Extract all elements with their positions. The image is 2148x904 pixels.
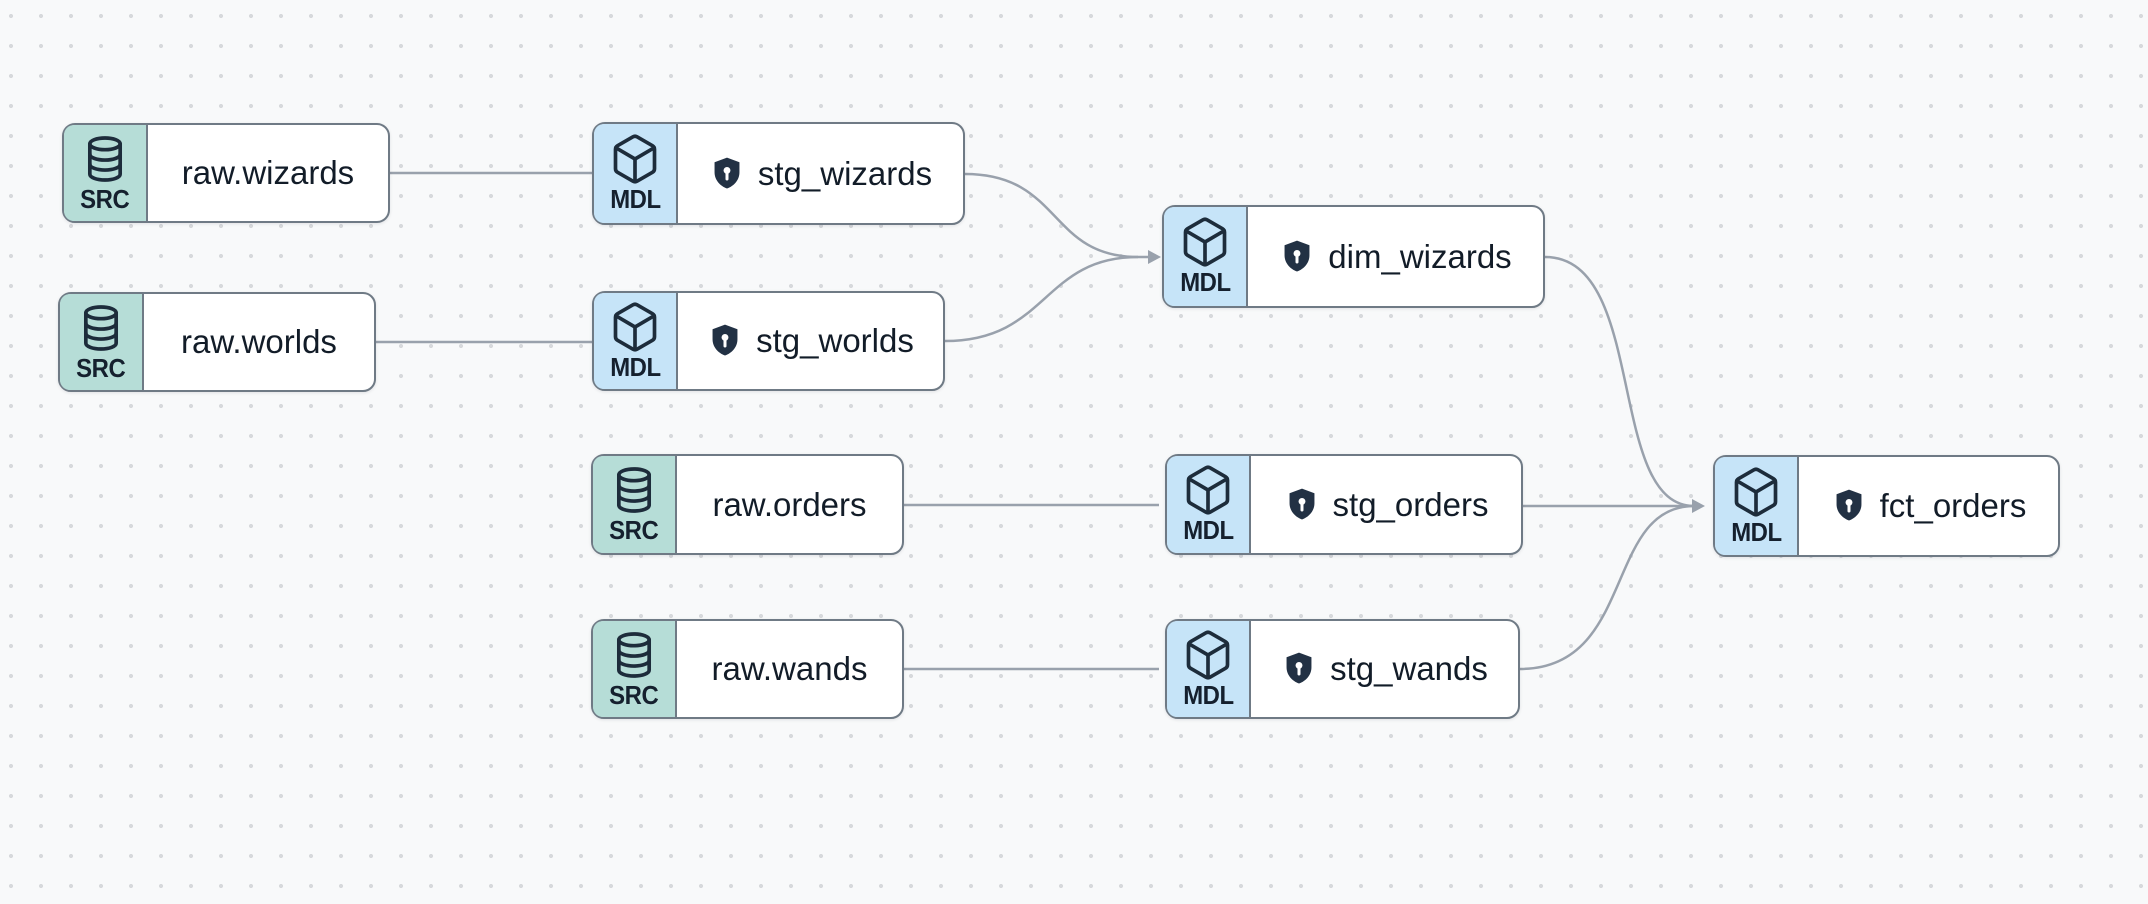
node-label: stg_orders	[1332, 485, 1489, 523]
edge-dim-wizards-to-fct-orders	[1544, 255, 1695, 508]
node-type-badge: MDL	[594, 293, 678, 389]
node-label: fct_orders	[1879, 487, 2027, 524]
shield-lock-icon	[714, 157, 740, 189]
node-stg-orders[interactable]: MDL stg_orders	[1165, 454, 1523, 555]
node-fct-orders[interactable]: MDL fct_orders	[1713, 455, 2060, 557]
edge-stg-worlds-to-dim-wizards	[944, 255, 1139, 343]
node-type-badge: SRC	[593, 456, 677, 553]
node-body: stg_worlds	[678, 293, 943, 389]
badge-label: SRC	[609, 679, 659, 710]
node-type-badge: MDL	[1715, 457, 1799, 555]
node-body: fct_orders	[1799, 457, 2058, 555]
node-body: stg_wands	[1251, 621, 1518, 717]
node-type-badge: SRC	[60, 294, 144, 390]
badge-label: MDL	[609, 351, 661, 382]
badge-label: SRC	[609, 515, 659, 546]
node-body: raw.wands	[677, 621, 902, 717]
node-label: stg_worlds	[756, 322, 914, 359]
database-icon	[83, 304, 119, 351]
edge-stg-wizards-to-dim-wizards	[964, 172, 1156, 259]
database-icon	[87, 135, 123, 182]
node-stg-wizards[interactable]: MDL stg_wizards	[592, 122, 965, 225]
node-dim-wizards[interactable]: MDL dim_wizards	[1162, 205, 1545, 308]
cube-icon	[1734, 467, 1778, 517]
node-body: dim_wizards	[1248, 207, 1543, 306]
node-type-badge: SRC	[593, 621, 677, 717]
node-type-badge: MDL	[1164, 207, 1248, 306]
node-type-badge: MDL	[1167, 621, 1251, 717]
cube-icon	[1186, 630, 1230, 680]
node-label: raw.orders	[712, 485, 867, 523]
node-body: raw.wizards	[148, 125, 388, 221]
node-body: raw.orders	[677, 456, 902, 553]
cube-icon	[613, 302, 657, 352]
badge-label: MDL	[1179, 267, 1231, 298]
node-raw-worlds[interactable]: SRC raw.worlds	[58, 292, 376, 392]
database-icon	[616, 467, 652, 514]
arrowhead-into-fct-orders	[1692, 499, 1705, 513]
node-body: stg_wizards	[678, 124, 963, 223]
badge-label: MDL	[609, 184, 661, 215]
arrowhead-into-dim-wizards	[1148, 250, 1161, 264]
node-type-badge: MDL	[594, 124, 678, 223]
shield-lock-icon	[1284, 240, 1310, 272]
node-body: stg_orders	[1251, 456, 1521, 553]
badge-label: SRC	[76, 352, 126, 383]
node-body: raw.worlds	[144, 294, 374, 390]
node-raw-wands[interactable]: SRC raw.wands	[591, 619, 904, 719]
node-type-badge: MDL	[1167, 456, 1251, 553]
cube-icon	[1186, 465, 1230, 515]
shield-lock-icon	[1289, 488, 1314, 520]
edge-stg-wands-to-fct-orders	[1519, 504, 1695, 671]
badge-label: MDL	[1182, 515, 1234, 546]
node-label: stg_wands	[1330, 650, 1488, 687]
node-stg-wands[interactable]: MDL stg_wands	[1165, 619, 1520, 719]
badge-label: SRC	[80, 183, 130, 214]
node-raw-wizards[interactable]: SRC raw.wizards	[62, 123, 390, 223]
shield-lock-icon	[1836, 489, 1862, 521]
node-label: raw.wizards	[181, 154, 355, 191]
badge-label: MDL	[1182, 679, 1234, 710]
cube-icon	[1183, 217, 1227, 267]
node-type-badge: SRC	[64, 125, 148, 221]
node-label: stg_wizards	[757, 154, 933, 192]
cube-icon	[613, 134, 657, 184]
shield-lock-icon	[1286, 652, 1312, 684]
database-icon	[616, 631, 652, 678]
node-raw-orders[interactable]: SRC raw.orders	[591, 454, 904, 555]
node-label: dim_wizards	[1328, 237, 1512, 275]
shield-lock-icon	[712, 324, 738, 356]
node-label: raw.wands	[711, 650, 868, 687]
node-label: raw.worlds	[181, 323, 337, 360]
badge-label: MDL	[1730, 516, 1782, 547]
node-stg-worlds[interactable]: MDL stg_worlds	[592, 291, 945, 391]
